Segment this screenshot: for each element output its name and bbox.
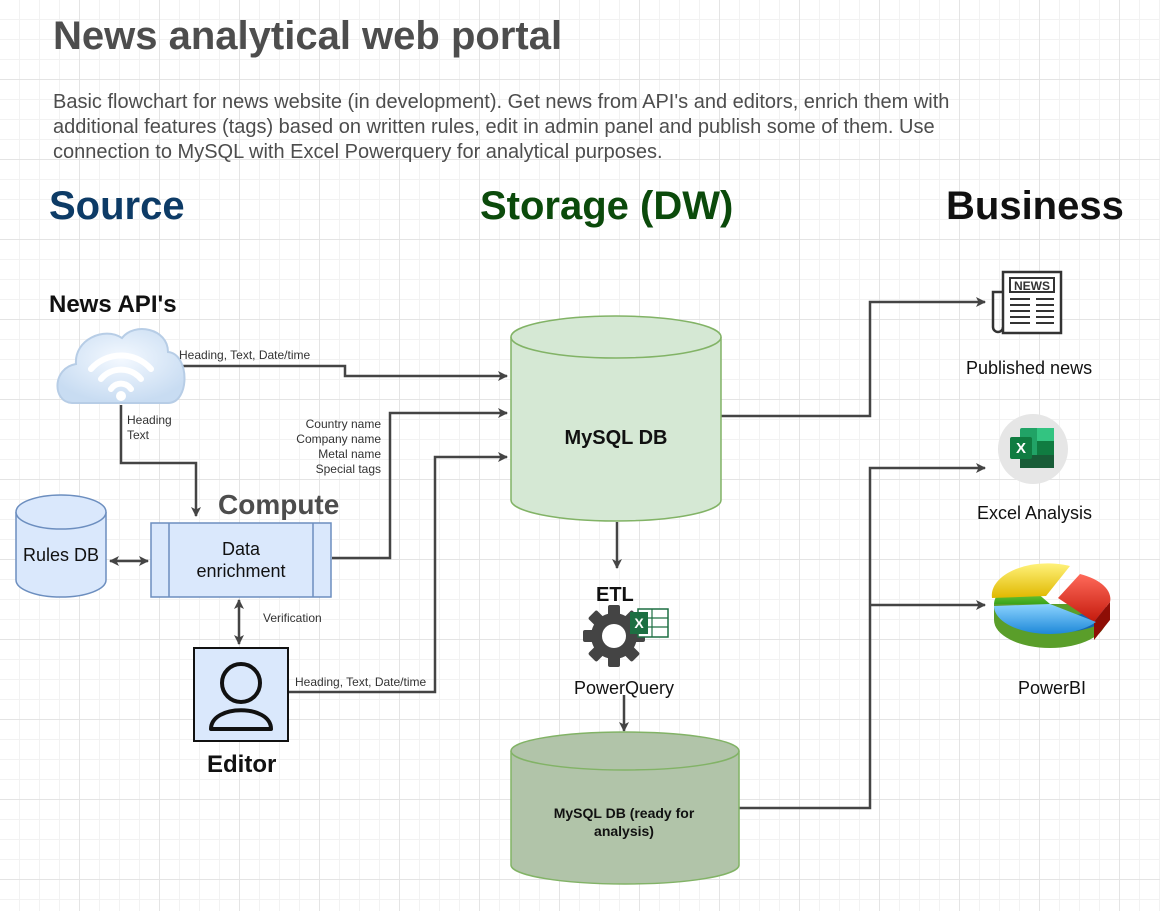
page-description: Basic flowchart for news website (in dev… — [53, 91, 950, 163]
newspaper-icon: NEWS — [991, 270, 1063, 335]
news-api-label: News API's — [49, 291, 177, 318]
data-enrichment-box — [150, 522, 332, 598]
svg-text:NEWS: NEWS — [1014, 279, 1050, 293]
user-icon — [193, 647, 289, 742]
etl-label: ETL — [596, 584, 634, 606]
edge-label-company: Company name — [296, 432, 381, 446]
edge-compute-to-db — [332, 408, 508, 560]
powerquery-label: PowerQuery — [574, 678, 675, 698]
cloud-wifi-icon — [56, 328, 186, 404]
mysql-db-label: MySQL DB — [564, 427, 668, 449]
edge-label-api-heading: Heading — [127, 413, 172, 427]
edge-ready-to-excel — [739, 463, 986, 810]
page-title: News analytical web portal — [53, 14, 563, 58]
compute-label: Compute — [218, 489, 340, 520]
data-enrichment-label: Data enrichment — [196, 539, 286, 581]
mysql-db-cylinder — [510, 315, 722, 522]
svg-text:X: X — [1016, 440, 1026, 457]
powerbi-label: PowerBI — [1018, 678, 1087, 698]
edge-label-api-to-db: Heading, Text, Date/time — [179, 348, 311, 362]
section-title-business: Business — [946, 184, 1124, 228]
edge-label-country: Country name — [305, 417, 381, 431]
section-title-source: Source — [49, 184, 185, 228]
svg-text:X: X — [634, 615, 644, 631]
excel-icon: X — [998, 414, 1068, 484]
rules-db-cylinder — [15, 494, 107, 598]
edge-api-to-compute — [119, 405, 201, 517]
pie-chart-icon — [991, 563, 1111, 648]
edge-label-special-tags: Special tags — [315, 462, 381, 476]
editor-label: Editor — [207, 751, 277, 778]
mysql-db-ready-label: MySQL DB (ready for analysis) — [553, 805, 695, 839]
edge-label-verification: Verification — [263, 611, 322, 625]
edge-db-to-published — [721, 297, 986, 418]
section-title-storage: Storage (DW) — [480, 184, 734, 228]
gear-excel-icon: X — [583, 605, 669, 667]
edge-label-editor-to-db: Heading, Text, Date/time — [295, 675, 427, 689]
rules-db-label: Rules DB — [22, 545, 100, 565]
published-news-label: Published news — [966, 358, 1093, 378]
edge-api-to-db — [181, 364, 508, 381]
mysql-db-ready-cylinder — [510, 731, 740, 885]
edge-label-metal: Metal name — [318, 447, 381, 461]
edge-label-api-text: Text — [127, 428, 150, 442]
edge-editor-to-db — [289, 452, 508, 694]
excel-analysis-label: Excel Analysis — [977, 503, 1093, 523]
